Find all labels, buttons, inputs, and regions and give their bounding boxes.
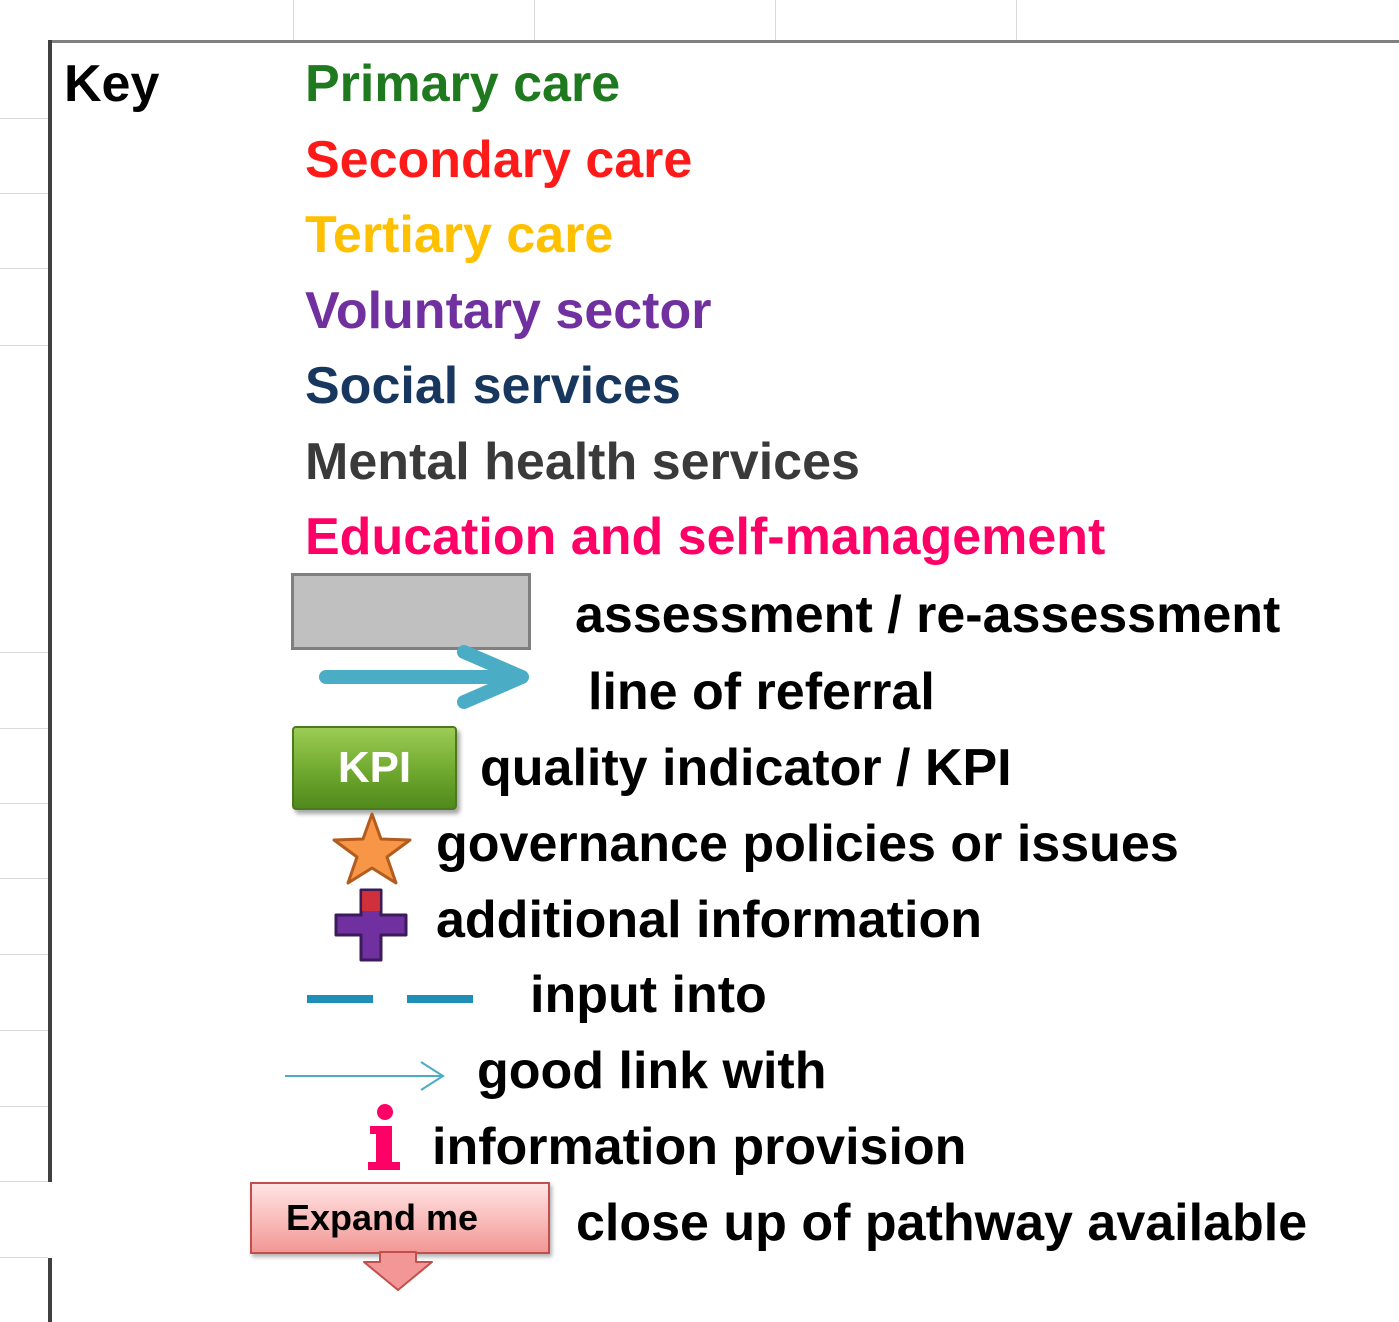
category-education-self-management: Education and self-management (305, 508, 1106, 566)
key-box-border-left (48, 40, 52, 1182)
plus-label: additional information (436, 891, 982, 949)
grid-line (0, 878, 48, 879)
category-tertiary-care: Tertiary care (305, 206, 614, 264)
grid-line (0, 1181, 48, 1182)
star-icon (332, 812, 412, 885)
dashed-line-icon (307, 995, 473, 1003)
thin-arrow-icon (285, 1061, 445, 1091)
thin-arrow-label: good link with (477, 1042, 827, 1100)
referral-label: line of referral (588, 663, 935, 721)
expand-button: Expand me (250, 1182, 550, 1254)
category-social-services: Social services (305, 357, 681, 415)
category-voluntary-sector: Voluntary sector (305, 282, 712, 340)
grid-line (0, 803, 48, 804)
grid-line (534, 0, 535, 42)
category-secondary-care: Secondary care (305, 131, 693, 189)
info-icon (368, 1104, 400, 1170)
expand-label: close up of pathway available (576, 1194, 1308, 1252)
grid-line (0, 118, 48, 119)
dashed-line-label: input into (530, 966, 767, 1024)
grid-line (0, 193, 48, 194)
expand-down-arrow-icon (363, 1251, 433, 1291)
key-title: Key (64, 55, 160, 113)
kpi-label: quality indicator / KPI (480, 739, 1012, 797)
info-label: information provision (432, 1118, 967, 1176)
referral-arrow-icon (319, 645, 529, 709)
kpi-button: KPI (292, 726, 457, 810)
key-box-border-left-lower (48, 1258, 52, 1322)
star-label: governance policies or issues (436, 815, 1179, 873)
assessment-box (291, 573, 531, 650)
key-box-border-top (48, 40, 1399, 43)
category-mental-health-services: Mental health services (305, 433, 860, 491)
grid-line (0, 1257, 48, 1258)
grid-line (0, 1030, 48, 1031)
plus-icon (334, 888, 408, 962)
grid-line (775, 0, 776, 42)
grid-line (0, 728, 48, 729)
grid-line (0, 268, 48, 269)
grid-line (0, 954, 48, 955)
grid-line (0, 1106, 48, 1107)
grid-line (0, 345, 48, 346)
grid-line (293, 0, 294, 42)
category-primary-care: Primary care (305, 55, 621, 113)
assessment-label: assessment / re-assessment (575, 586, 1281, 644)
grid-line (0, 652, 48, 653)
grid-line (1016, 0, 1017, 42)
